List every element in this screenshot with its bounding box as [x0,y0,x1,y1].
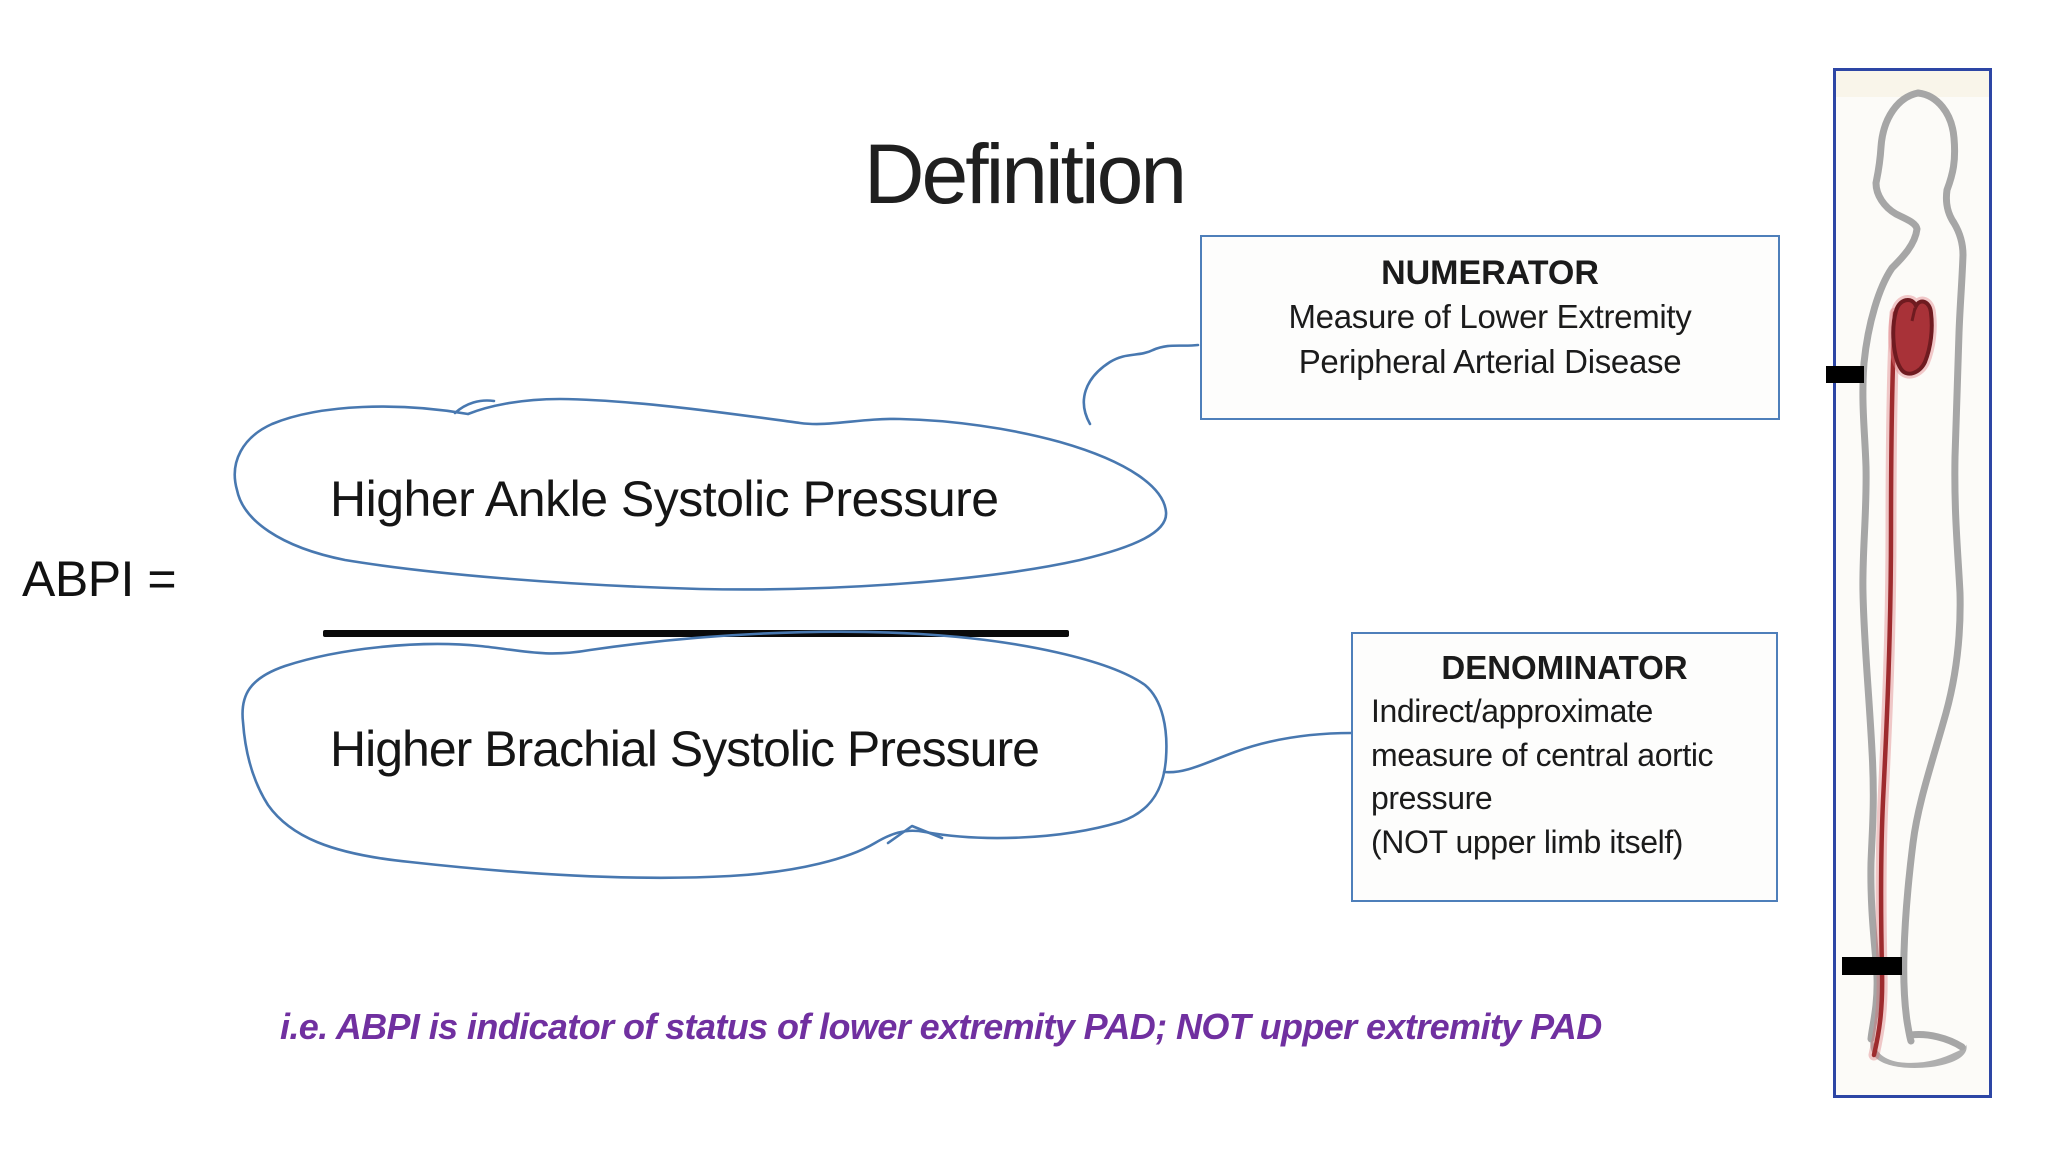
numerator-callout-line: Peripheral Arterial Disease [1298,342,1682,380]
denominator-callout-box: DENOMINATOR Indirect/approximate measure… [1351,632,1778,902]
numerator-callout-line: Measure of Lower Extremity [1288,298,1692,336]
denominator-callout-line: measure of central aortic [1371,736,1714,773]
formula-numerator-text: Higher Ankle Systolic Pressure [330,471,999,527]
numerator-callout-box: NUMERATOR Measure of Lower Extremity Per… [1200,235,1780,420]
ankle-level-marker [1842,957,1902,975]
formula-denominator-text: Higher Brachial Systolic Pressure [330,721,1040,777]
numerator-loop-tail [453,399,496,415]
heart-shape [1891,298,1934,376]
numerator-callout-heading: NUMERATOR [1381,254,1599,292]
denominator-callout-line: (NOT upper limb itself) [1371,823,1684,860]
denominator-callout-line: Indirect/approximate [1371,693,1653,730]
denominator-callout-heading: DENOMINATOR [1441,649,1688,686]
denominator-loop-notch [886,824,944,845]
foot-shape [1870,1035,1967,1068]
body-silhouette-outline [1859,89,1967,1051]
denominator-connector-line [1162,731,1354,774]
footnote-text: i.e. ABPI is indicator of status of lowe… [280,1006,1602,1047]
denominator-callout-line: pressure [1371,780,1493,817]
numerator-connector-line [1082,343,1200,426]
heart-lobe-line [1910,307,1917,322]
abpi-label: ABPI = [22,551,177,607]
brachial-level-marker [1826,366,1864,383]
page-title: Definition [863,127,1187,221]
fraction-divider-line [323,630,1069,637]
body-figure-illustration [1826,71,1989,1068]
body-figure-panel [1826,68,1992,1098]
